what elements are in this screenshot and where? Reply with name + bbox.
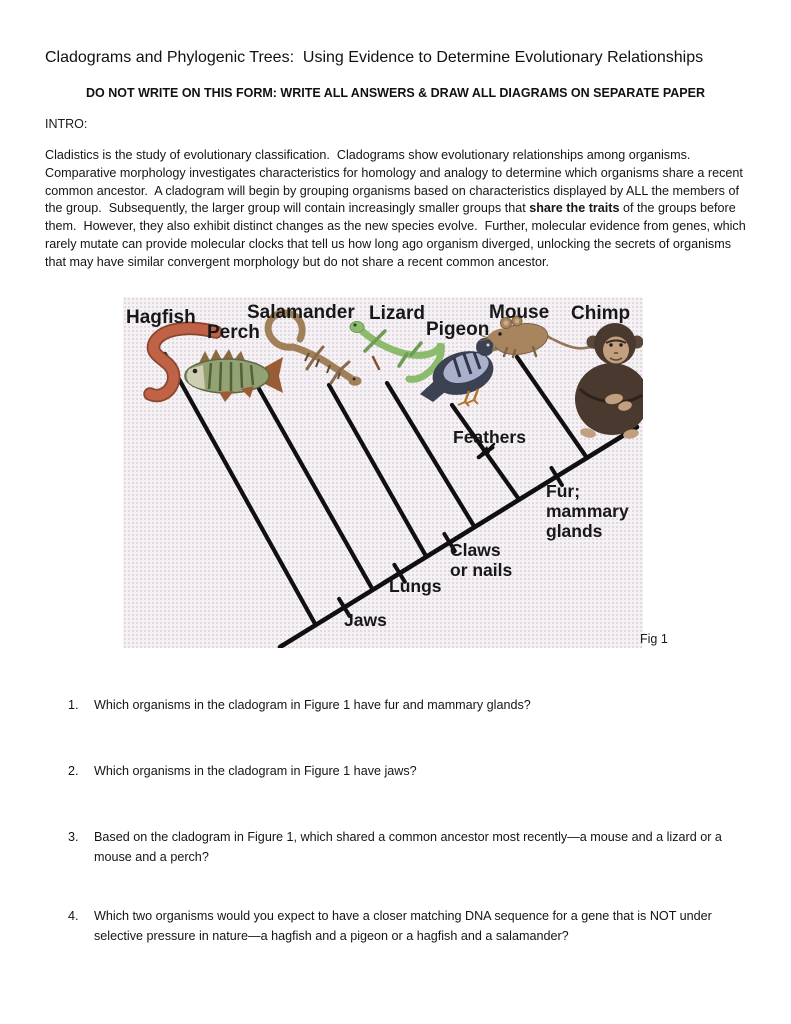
question-4-number: 4. <box>68 909 79 923</box>
do-not-write-warning: DO NOT WRITE ON THIS FORM: WRITE ALL ANS… <box>86 86 705 100</box>
feathers-arrowhead <box>479 446 490 455</box>
cladogram-svg: Hagfish Perch Salamander Lizard Pigeon M… <box>126 302 643 648</box>
cladogram-figure: Hagfish Perch Salamander Lizard Pigeon M… <box>123 297 643 648</box>
intro-text-part2: of the groups before them. However, they… <box>45 201 750 269</box>
jaws-trait-label: Jaws <box>344 610 387 630</box>
question-3: 3. Based on the cladogram in Figure 1, w… <box>68 827 768 867</box>
pigeon-label: Pigeon <box>426 319 489 340</box>
question-4-text: Which two organisms would you expect to … <box>94 909 712 943</box>
intro-label: INTRO: <box>45 117 88 131</box>
page-title: Cladograms and Phylogenic Trees: Using E… <box>45 49 704 66</box>
lungs-tick <box>392 562 407 584</box>
jaws-tick <box>337 596 352 618</box>
intro-text-bold: share the traits <box>529 201 620 216</box>
question-3-text: Based on the cladogram in Figure 1, whic… <box>94 830 722 864</box>
hagfish-label: Hagfish <box>126 307 196 328</box>
question-1-text: Which organisms in the cladogram in Figu… <box>94 698 531 712</box>
chimp-illustration <box>575 323 643 439</box>
question-2: 2. Which organisms in the cladogram in F… <box>68 761 768 781</box>
perch-branch <box>255 384 375 592</box>
claws-trait-label-line1: Claws <box>450 540 501 560</box>
mouse-branch <box>514 354 590 461</box>
salamander-label: Salamander <box>247 302 355 323</box>
claws-trait-label-line2: or nails <box>450 560 513 580</box>
trunk-line <box>277 424 640 648</box>
perch-label: Perch <box>207 322 260 343</box>
question-1-number: 1. <box>68 698 79 712</box>
salamander-branch <box>326 382 429 559</box>
question-2-number: 2. <box>68 764 79 778</box>
question-3-number: 3. <box>68 830 79 844</box>
fur-trait-label-line2: mammary <box>546 501 629 521</box>
chimp-label: Chimp <box>571 303 630 324</box>
cladogram-tree-lines <box>162 351 640 648</box>
feathers-trait-label: Feathers <box>453 427 526 447</box>
lungs-trait-label: Lungs <box>389 576 442 596</box>
lizard-label: Lizard <box>369 303 425 324</box>
hagfish-branch <box>162 351 318 628</box>
mouse-label: Mouse <box>489 302 549 323</box>
lizard-illustration <box>349 321 445 383</box>
question-2-text: Which organisms in the cladogram in Figu… <box>94 764 417 778</box>
question-4: 4. Which two organisms would you expect … <box>68 906 768 946</box>
claws-tick <box>442 532 457 553</box>
fur-trait-label-line1: Fur; <box>546 481 580 501</box>
figure-caption: Fig 1 <box>640 632 668 646</box>
question-1: 1. Which organisms in the cladogram in F… <box>68 695 768 715</box>
hagfish-illustration <box>143 321 223 403</box>
pigeon-illustration <box>420 338 501 407</box>
intro-paragraph: Cladistics is the study of evolutionary … <box>45 147 753 272</box>
salamander-illustration <box>264 309 362 386</box>
lizard-branch <box>384 380 477 530</box>
perch-illustration <box>184 349 283 402</box>
fur-trait-label-line3: glands <box>546 521 603 541</box>
lizard-tail-fragment <box>371 355 381 371</box>
fur-tick <box>549 466 564 487</box>
intro-text-part1: Cladistics is the study of evolutionary … <box>45 148 747 216</box>
